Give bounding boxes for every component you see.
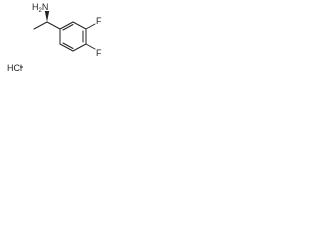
structure-canvas: H2N F F HCl [0,0,117,82]
bond-chiral-to-methyl [33,21,48,30]
ring-double-bond-3 [62,24,74,31]
ring-bond-4 [59,43,74,52]
wedge-bond-amine [44,11,50,22]
ring-bond-6 [59,21,74,30]
bond-top-fluoro [85,23,96,30]
bottom-fluoro-label: F [96,48,102,58]
bond-ring-to-chiral [46,21,61,30]
amine-subscript: 2 [39,8,43,14]
amine-label: H2N [32,2,48,14]
molecule-drawing: H2N F F HCl [7,2,102,73]
ring-bond-1 [72,21,87,30]
amine-nitrogen: N [42,2,49,12]
hcl-label: HCl [7,63,22,73]
benzene-ring [59,21,87,52]
top-fluoro-label: F [96,16,102,26]
bond-bottom-fluoro [85,43,96,50]
amine-prefix: H [32,2,39,12]
ring-double-bond-2 [62,42,74,49]
substituent-bonds [33,21,96,50]
ring-bond-3 [72,43,87,52]
